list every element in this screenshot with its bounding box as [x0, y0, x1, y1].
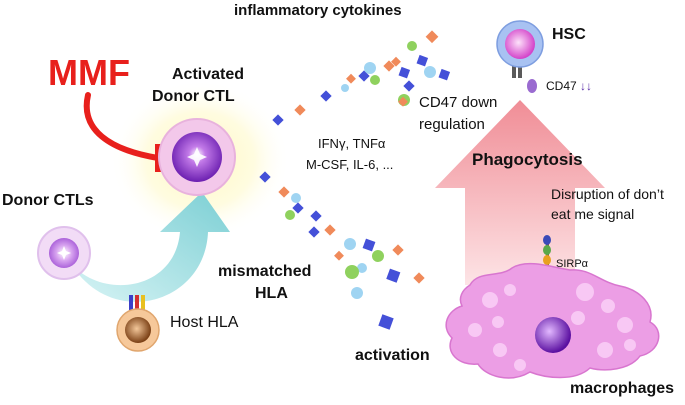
activated-ctl-icon [158, 118, 236, 196]
hsc-label: HSC [552, 26, 586, 43]
macrophage-icon [445, 262, 660, 379]
donor-ctls-label: Donor CTLs [2, 192, 94, 209]
host-cell-icon [116, 295, 160, 352]
mmf-label: MMF [48, 52, 130, 93]
phagocytosis-label: Phagocytosis [472, 150, 583, 169]
phagocytosis-arrow-icon [435, 100, 605, 285]
inflammatory-cytokines-label: inflammatory cytokines [234, 2, 402, 19]
cd47-down-label-line2: regulation [419, 116, 485, 133]
activation-label: activation [355, 347, 430, 364]
cytokine-particle-icon [259, 30, 451, 330]
cd47-down-label-line1: CD47 down [419, 94, 498, 111]
hsc-icon [496, 20, 544, 93]
cd47-label: CD47 ↓↓ [546, 79, 593, 94]
host-hla-label: Host HLA [170, 314, 239, 331]
activated-label-line2: Donor CTL [152, 88, 235, 105]
mismatched-label-line2: HLA [255, 285, 288, 302]
cytokine-particles [259, 30, 451, 330]
cytokine-list-line2: M-CSF, IL-6, ... [306, 157, 394, 172]
disruption-label-line2: eat me signal [551, 206, 635, 222]
cd47-down-arrows-icon: ↓↓ [580, 79, 593, 93]
activated-label-line1: Activated [172, 66, 245, 83]
disruption-label-line1: Disruption of don’t [551, 186, 664, 202]
activation-arrow-icon [70, 192, 230, 302]
mismatched-label-line1: mismatched [218, 263, 312, 280]
cytokine-list-line1: IFNγ, TNFα [318, 136, 386, 151]
inhibition-arrow-icon [83, 92, 161, 172]
macrophages-label: macrophages [570, 380, 675, 397]
sirpa-label: SIRPα [556, 258, 589, 270]
donor-ctl-icon [37, 226, 91, 280]
cd47-text: CD47 [546, 79, 577, 93]
